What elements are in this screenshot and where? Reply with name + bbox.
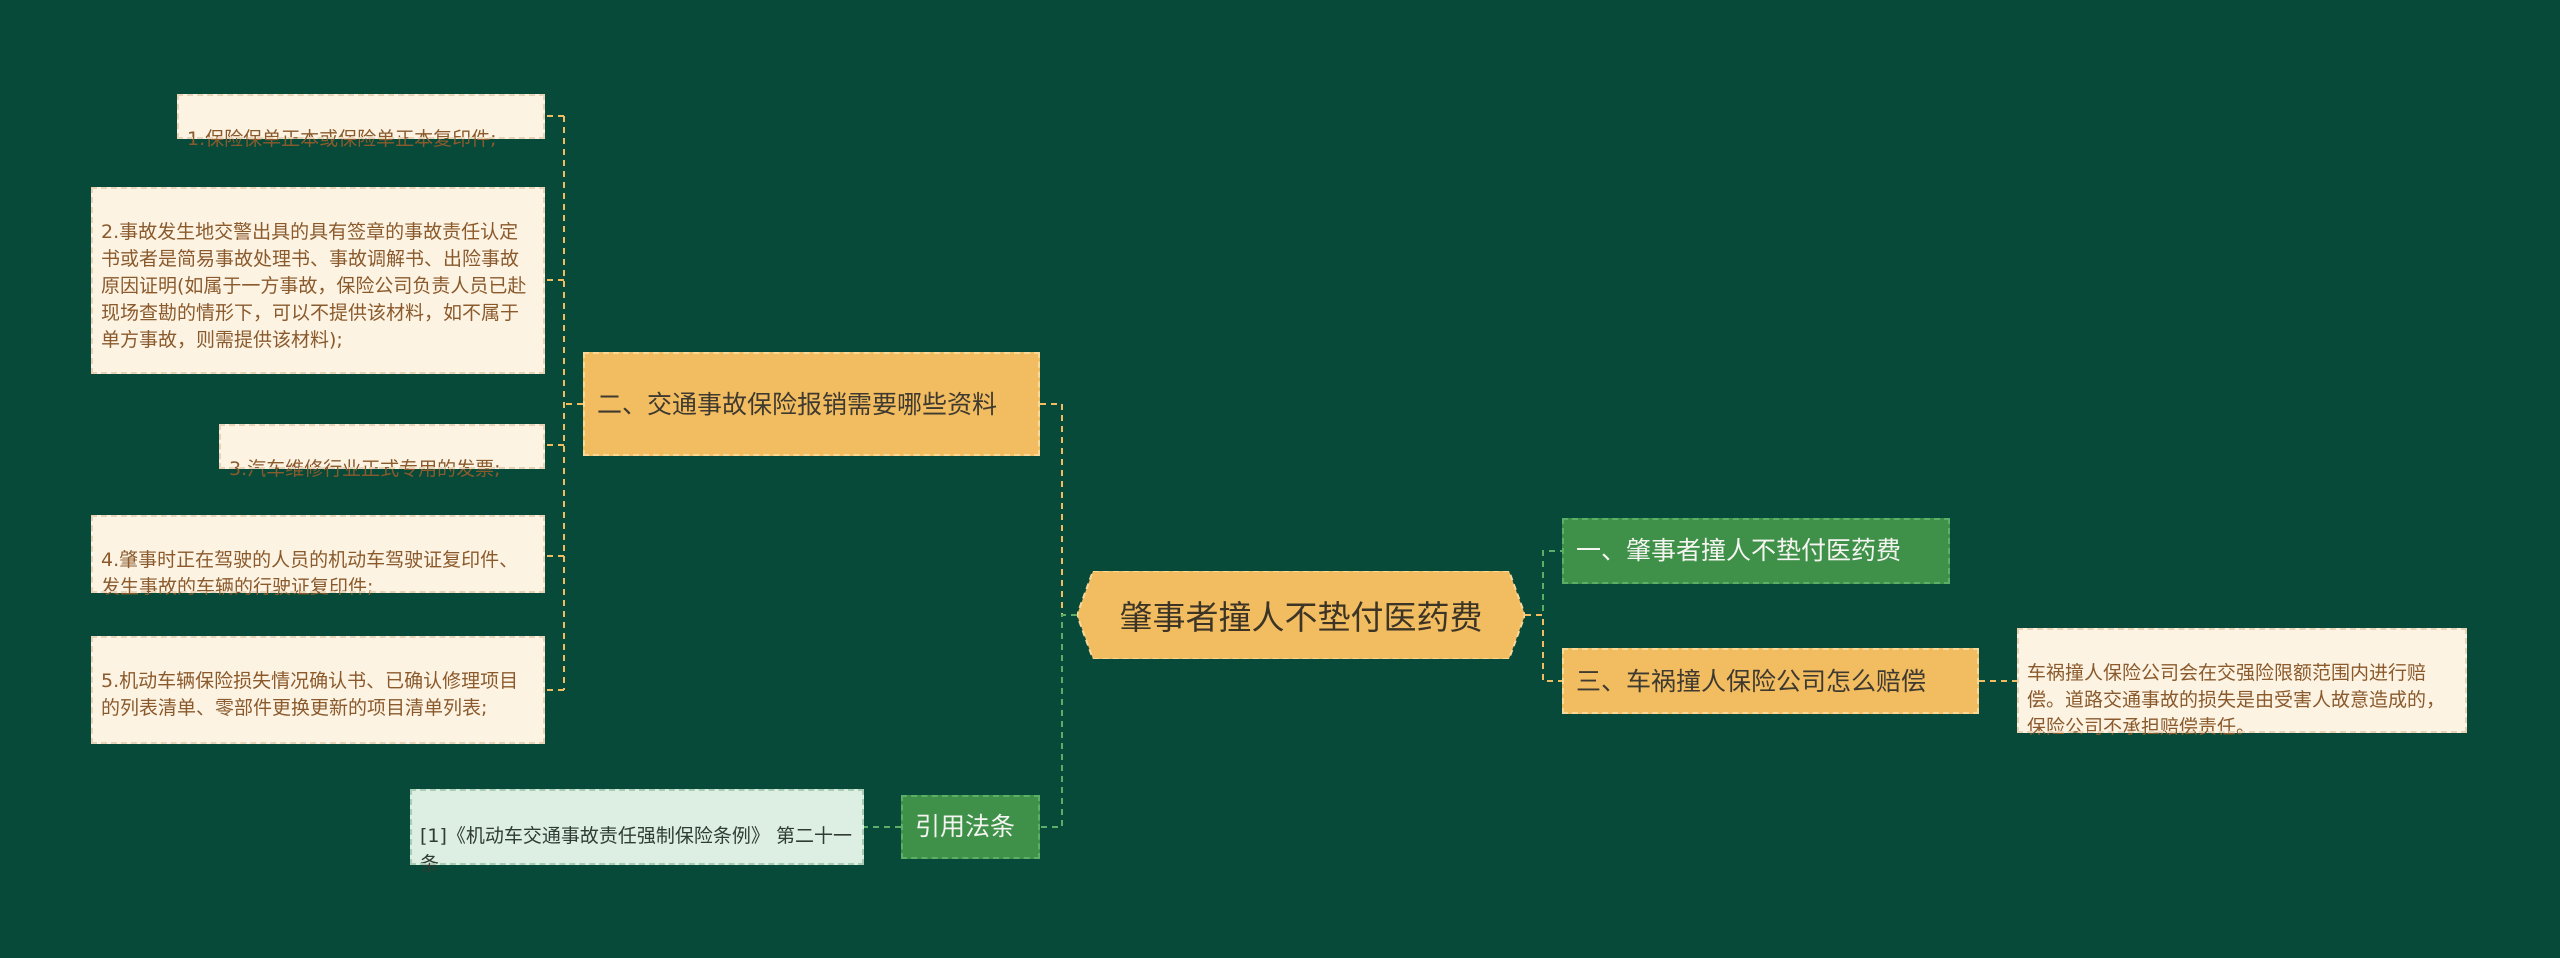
branch-node-4-label: 引用法条 — [915, 812, 1016, 841]
branch-node-4[interactable]: 引用法条 — [901, 795, 1040, 859]
branch-2-item-2-text: 2.事故发生地交警出具的具有签章的事故责任认定书或者是简易事故处理书、事故调解书… — [101, 221, 527, 351]
branch-2-item-1[interactable]: 1.保险保单正本或保险单正本复印件; — [177, 94, 545, 150]
branch-2-item-4[interactable]: 4.肇事时正在驾驶的人员的机动车驾驶证复印件、发生事故的车辆的行驶证复印件; — [91, 515, 545, 598]
branch-2-item-5[interactable]: 5.机动车辆保险损失情况确认书、已确认修理项目的列表清单、零部件更换更新的项目清… — [91, 636, 545, 744]
link-central-b4 — [1040, 614, 1077, 828]
branch-node-3[interactable]: 三、车祸撞人保险公司怎么赔偿 — [1562, 648, 1979, 714]
branch-2-item-2[interactable]: 2.事故发生地交警出具的具有签章的事故责任认定书或者是简易事故处理书、事故调解书… — [91, 187, 545, 374]
branch-4-citation-text: [1]《机动车交通事故责任强制保险条例》 第二十一条 — [420, 825, 852, 875]
branch-3-detail[interactable]: 车祸撞人保险公司会在交强险限额范围内进行赔偿。道路交通事故的损失是由受害人故意造… — [2017, 628, 2467, 738]
branch-node-1-label: 一、肇事者撞人不垫付医药费 — [1576, 536, 1902, 565]
branch-node-1[interactable]: 一、肇事者撞人不垫付医药费 — [1562, 518, 1950, 584]
branch-2-item-3[interactable]: 3.汽车维修行业正式专用的发票; — [219, 424, 545, 480]
branch-node-2-label: 二、交通事故保险报销需要哪些资料 — [597, 389, 998, 419]
branch-2-item-5-text: 5.机动车辆保险损失情况确认书、已确认修理项目的列表清单、零部件更换更新的项目清… — [101, 670, 519, 719]
link-central-b3 — [1525, 614, 1562, 682]
central-topic[interactable]: 肇事者撞人不垫付医药费 — [1077, 571, 1525, 659]
branch-2-item-1-text: 1.保险保单正本或保险单正本复印件; — [187, 128, 497, 150]
link-central-b2 — [1040, 403, 1077, 616]
link-central-b1 — [1525, 550, 1562, 616]
branch-3-detail-text: 车祸撞人保险公司会在交强险限额范围内进行赔偿。道路交通事故的损失是由受害人故意造… — [2027, 662, 2446, 738]
branch-4-citation[interactable]: [1]《机动车交通事故责任强制保险条例》 第二十一条 — [410, 789, 864, 875]
branch-node-3-label: 三、车祸撞人保险公司怎么赔偿 — [1576, 666, 1927, 696]
branch-2-item-3-text: 3.汽车维修行业正式专用的发票; — [229, 458, 501, 480]
branch-node-2[interactable]: 二、交通事故保险报销需要哪些资料 — [583, 352, 1040, 456]
link-b2-trunk — [563, 116, 583, 690]
central-topic-label: 肇事者撞人不垫付医药费 — [1119, 598, 1483, 637]
central-topic-shape — [1077, 571, 1525, 659]
branch-2-item-4-text: 4.肇事时正在驾驶的人员的机动车驾驶证复印件、发生事故的车辆的行驶证复印件; — [101, 549, 519, 598]
